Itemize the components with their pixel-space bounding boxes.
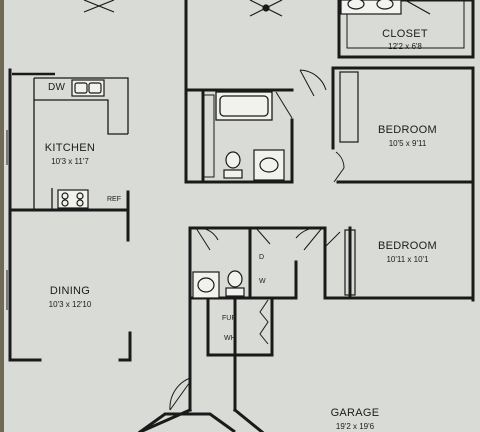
ceiling-fan-2 (249, 0, 283, 17)
sink-2 (192, 271, 220, 299)
room-name-bedroom-2: BEDROOM (378, 240, 437, 252)
ceiling-fan-1 (83, 0, 115, 13)
room-name-dining: DINING (49, 285, 91, 297)
room-dims-garage: 19'2 x 19'6 (335, 422, 375, 431)
sink-1 (253, 149, 285, 181)
room-dims-bedroom-1: 10'5 x 9'11 (388, 139, 427, 148)
room-dims-kitchen: 10'3 x 11'7 (51, 157, 89, 166)
fixture-dishwasher: DW (48, 82, 66, 93)
paper-sheet (4, 0, 480, 432)
fixture-dryer: D (259, 254, 265, 261)
closet-door (404, 0, 431, 15)
doors (169, 69, 345, 411)
fixture-furnace: FUR (222, 315, 237, 322)
bedroom-closets (339, 71, 359, 296)
closet-shelf (346, 0, 465, 49)
fixture-water-heater: WH (224, 335, 236, 342)
kitchen-counters (12, 72, 129, 210)
stove (57, 189, 89, 209)
room-dims-dining: 10'3 x 12'10 (48, 300, 92, 309)
linen-closet (203, 94, 215, 178)
fixture-refrigerator: REF (107, 196, 121, 203)
room-name-garage: GARAGE (330, 407, 380, 419)
bathtub (215, 91, 273, 121)
room-name-bedroom-1: BEDROOM (378, 124, 437, 136)
fixture-washer: W (259, 278, 266, 285)
walls (8, 0, 475, 432)
room-dims-bedroom-2: 10'11 x 10'1 (386, 255, 429, 264)
room-name-kitchen: KITCHEN (44, 142, 96, 154)
room-name-closet: CLOSET (382, 28, 428, 40)
kitchen-sink (71, 79, 105, 97)
vanity-sinks (340, 0, 402, 15)
room-dims-closet: 12'2 x 6'8 (388, 42, 422, 51)
toilet-2 (225, 270, 245, 297)
garage-bay (139, 412, 236, 432)
toilet-1 (223, 151, 243, 179)
